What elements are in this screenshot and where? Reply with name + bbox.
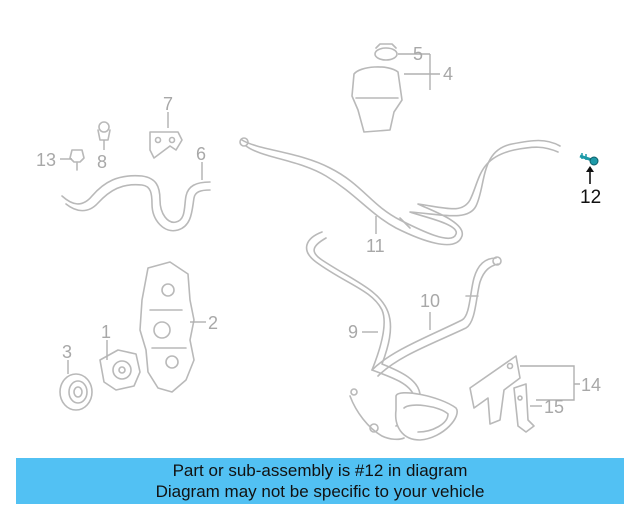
part-5-cap[interactable] (374, 43, 398, 61)
leader-14 (520, 365, 580, 401)
callout-6[interactable]: 6 (196, 144, 206, 164)
part-10-return-line[interactable] (371, 256, 502, 377)
banner-line-2: Diagram may not be specific to your vehi… (155, 482, 485, 501)
callout-8[interactable]: 8 (97, 152, 107, 172)
callout-2[interactable]: 2 (208, 313, 218, 333)
callout-13[interactable]: 13 (36, 150, 56, 170)
part-13-clip[interactable] (69, 149, 85, 171)
banner-line-1: Part or sub-assembly is #12 in diagram (172, 461, 468, 480)
part-9-hose-cooler[interactable] (305, 231, 458, 441)
callout-5[interactable]: 5 (413, 44, 423, 64)
part-14-bracket[interactable] (469, 355, 521, 425)
callout-7[interactable]: 7 (163, 94, 173, 114)
part-2-cover[interactable] (139, 261, 195, 393)
part-6-hose[interactable] (61, 174, 211, 232)
callout-10[interactable]: 10 (420, 291, 440, 311)
info-banner: Part or sub-assembly is #12 in diagram D… (16, 458, 624, 504)
part-11-pressure-hose[interactable] (239, 137, 561, 246)
callout-14[interactable]: 14 (581, 375, 601, 395)
part-3-pulley[interactable] (59, 373, 93, 411)
callout-11[interactable]: 11 (366, 236, 385, 256)
part-8-clamp[interactable] (97, 121, 111, 141)
part-7-bracket[interactable] (149, 131, 183, 159)
part-4-reservoir[interactable] (351, 66, 403, 133)
part-1-water-pump[interactable] (99, 349, 141, 391)
leader-12-arrow (586, 166, 594, 172)
callout-4[interactable]: 4 (443, 64, 453, 84)
callout-1[interactable]: 1 (101, 322, 111, 342)
callout-3[interactable]: 3 (62, 342, 72, 362)
callout-9[interactable]: 9 (348, 322, 358, 342)
callout-15[interactable]: 15 (544, 397, 564, 417)
part-12-bolt[interactable] (579, 153, 599, 166)
callout-12[interactable]: 12 (580, 187, 601, 208)
part-15-bracket[interactable] (513, 383, 535, 433)
